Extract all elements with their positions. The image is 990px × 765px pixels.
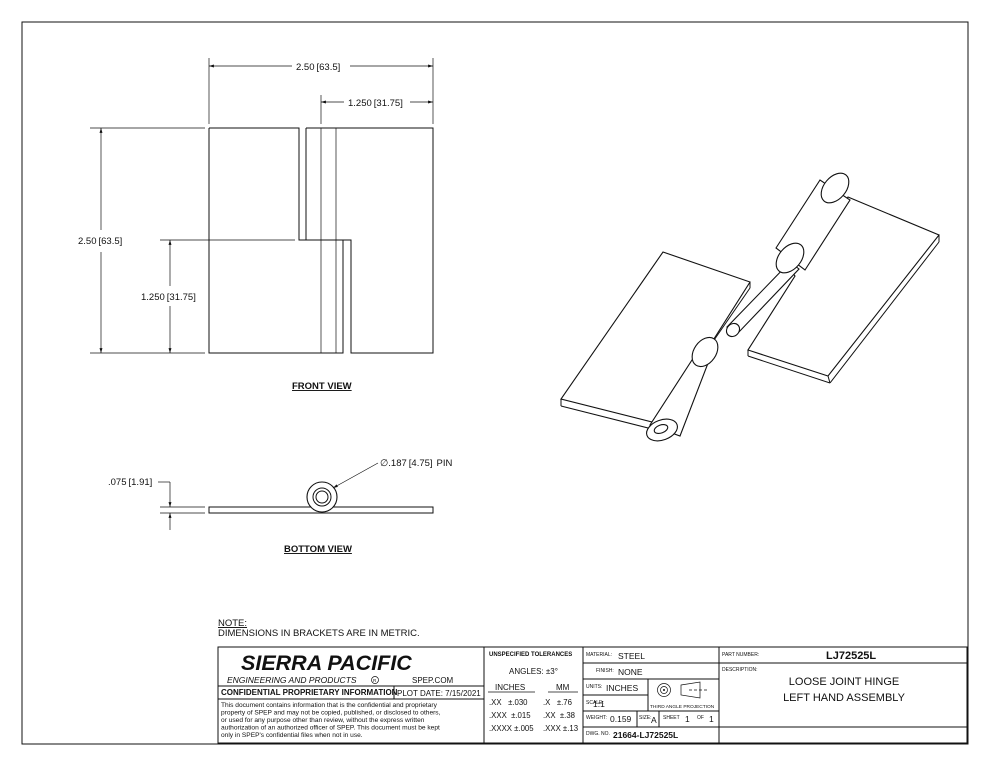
tol-inches-row-2: .XXX ±.015 [489, 711, 531, 720]
weight-label: WEIGHT: [586, 715, 607, 721]
sheet-value: 1 [685, 714, 690, 724]
company-subtitle: ENGINEERING AND PRODUCTS [227, 675, 357, 685]
size-value: A [651, 715, 657, 725]
material-value: STEEL [618, 651, 645, 661]
dim-width: 2.50[63.5] [296, 62, 340, 73]
description-line-2: LEFT HAND ASSEMBLY [783, 692, 906, 704]
dim-height: 2.50[63.5] [78, 236, 122, 247]
confidential-line-3: or used for any purpose other than revie… [221, 717, 425, 724]
tol-mm-row-2: .XX ±.38 [543, 711, 575, 720]
dim-thickness: .075[1.91] [108, 477, 152, 488]
confidential-line-1: This document contains information that … [221, 702, 438, 709]
projection-label: THIRD ANGLE PROJECTION [650, 704, 715, 710]
part-number: LJ72525L [826, 650, 876, 662]
tol-mm-row-1: .X ±.76 [543, 698, 572, 707]
bottom-view: ∅.187[4.75]PIN .075[1.91] BOTTOM VIEW [108, 458, 453, 555]
tol-mm-header: MM [556, 683, 570, 692]
third-angle-projection-icon [657, 681, 708, 699]
finish-value: NONE [618, 667, 643, 677]
part-number-label: PART NUMBER: [722, 652, 759, 658]
scale-label: SCALE: [586, 700, 604, 706]
note-text: DIMENSIONS IN BRACKETS ARE IN METRIC. [218, 628, 420, 639]
description-line-1: LOOSE JOINT HINGE [789, 676, 899, 688]
material-label: MATERIAL: [586, 652, 612, 658]
tol-inches-row-1: .XX ±.030 [489, 698, 528, 707]
weight-value: 0.159 [610, 714, 632, 724]
confidential-line-5: only in SPEP's confidential files when n… [221, 732, 363, 739]
confidential-line-2: property of SPEP and may not be copied, … [221, 710, 441, 717]
dwg-no-value: 21664-LJ72525L [613, 730, 678, 740]
isometric-view [560, 172, 940, 442]
tol-mm-row-3: .XXX ±.13 [543, 724, 578, 733]
title-block: SIERRA PACIFIC ENGINEERING AND PRODUCTS … [217, 646, 968, 744]
confidential-line-4: authorization of an authorized officer o… [221, 725, 440, 732]
front-view-title: FRONT VIEW [292, 381, 352, 392]
of-label: OF [697, 715, 704, 721]
company-website: SPEP.COM [412, 676, 454, 685]
dim-half-width: 1.250[31.75] [348, 98, 403, 109]
dim-pin: ∅.187[4.75]PIN [380, 458, 453, 469]
units-value: INCHES [606, 683, 638, 693]
bottom-view-title: BOTTOM VIEW [284, 544, 352, 555]
scale-value: 1:1 [593, 699, 605, 709]
units-label: UNITS: [586, 684, 602, 690]
sheet-label: SHEET [663, 715, 680, 721]
front-view: 2.50[63.5] 1.250[31.75] 2.50[63.5] 1.250… [78, 58, 434, 392]
company-name: SIERRA PACIFIC [241, 651, 412, 675]
note-title: NOTE: [218, 618, 247, 629]
description-label: DESCRIPTION: [722, 667, 758, 673]
size-label: SIZE: [639, 715, 652, 721]
sheet-border [21, 21, 969, 745]
finish-label: FINISH: [596, 668, 614, 674]
tol-inches-header: INCHES [495, 683, 525, 692]
tol-inches-row-3: .XXXX ±.005 [489, 724, 534, 733]
dwg-no-label: DWG. NO. [586, 731, 610, 737]
sheets-value: 1 [709, 714, 714, 724]
plot-date: PLOT DATE: 7/15/2021 [397, 689, 481, 698]
dim-half-height: 1.250[31.75] [141, 292, 196, 303]
confidential-heading: CONFIDENTIAL PROPRIETARY INFORMATION [221, 688, 398, 697]
registered-mark: R [373, 678, 377, 683]
tolerances-heading: UNSPECIFIED TOLERANCES [489, 652, 572, 658]
tolerances-angles: ANGLES: ±3° [509, 667, 558, 676]
